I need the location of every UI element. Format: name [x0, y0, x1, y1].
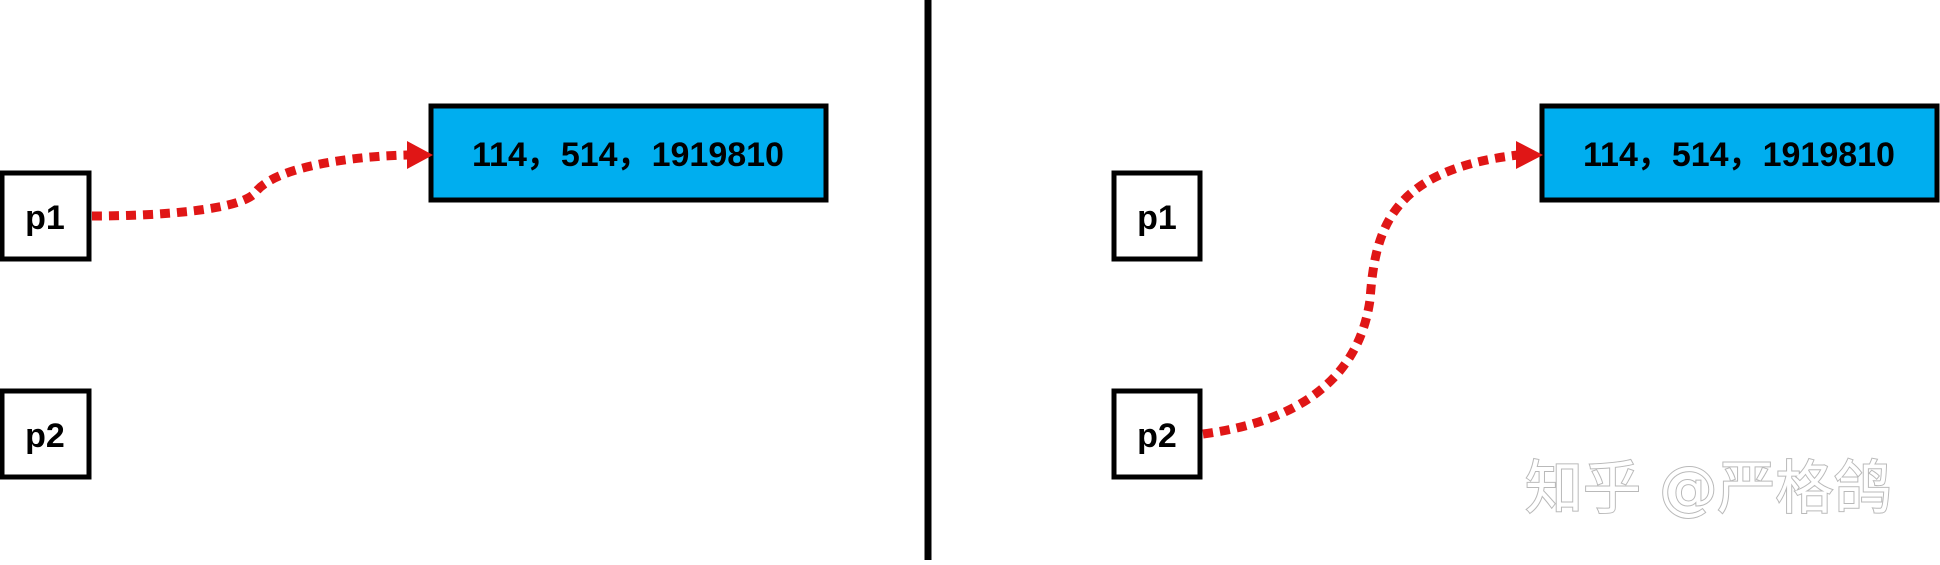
- left-pointer-p2-label: p2: [25, 417, 65, 455]
- right-array: 114，514，1919810: [1539, 103, 1940, 203]
- right-arrow-p2-to-array: [1202, 150, 1519, 439]
- right-pointer-p2-box: [1111, 388, 1203, 480]
- right-arrowhead: [1516, 141, 1543, 169]
- left-arrowhead: [407, 141, 433, 169]
- left-pointer-p1: p1: [0, 170, 92, 262]
- left-arrow-p1-to-array: [91, 150, 409, 221]
- right-pointer-p1-box: [1111, 170, 1203, 262]
- right-array-box: [1539, 103, 1940, 203]
- watermark-text: 知乎 @严格鸽: [1525, 454, 1891, 522]
- left-pointer-p1-box: [0, 170, 92, 262]
- left-array-label: 114，514，1919810: [472, 136, 784, 174]
- left-array: 114，514，1919810: [428, 103, 829, 203]
- right-pointer-p1-label: p1: [1137, 199, 1177, 237]
- right-array-label: 114，514，1919810: [1583, 136, 1895, 174]
- right-panel: p1 p2 114，514，1919810: [1111, 103, 1940, 480]
- left-panel: p1 p2 114，514，1919810: [0, 103, 829, 480]
- left-array-box: [428, 103, 829, 203]
- left-pointer-p2: p2: [0, 388, 92, 480]
- right-pointer-p2-label: p2: [1137, 417, 1177, 455]
- right-pointer-p2: p2: [1111, 388, 1203, 480]
- left-pointer-p1-label: p1: [25, 199, 65, 237]
- right-pointer-p1: p1: [1111, 170, 1203, 262]
- left-pointer-p2-box: [0, 388, 92, 480]
